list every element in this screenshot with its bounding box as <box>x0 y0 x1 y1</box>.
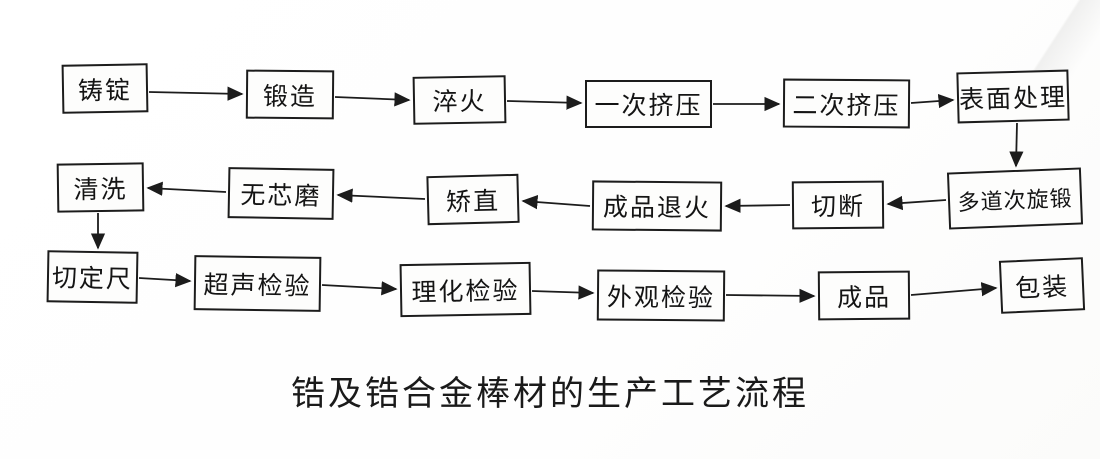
arrow-product-annealing-to-straightening <box>521 194 591 210</box>
arrow-straightening-to-centerless-grinding <box>336 188 426 203</box>
process-box-surface-treatment: 表面处理 <box>956 69 1070 124</box>
arrow-cut-to-length-to-ultrasonic-inspection <box>138 273 192 288</box>
process-label: 锻造 <box>262 83 318 111</box>
process-label: 多道次旋锻 <box>957 185 1073 215</box>
process-box-centerless-grinding: 无芯磨 <box>227 167 335 220</box>
process-box-cast-ingot: 铸锭 <box>61 63 149 114</box>
process-label: 包装 <box>1014 273 1070 303</box>
process-box-forging: 锻造 <box>245 69 335 120</box>
process-label: 一次挤压 <box>594 93 703 120</box>
process-label: 切断 <box>810 193 866 222</box>
arrow-multi-pass-rotary-swaging-to-cutting <box>886 195 947 211</box>
process-box-cut-to-length: 切定尺 <box>46 250 139 304</box>
arrow-quenching-to-first-extrusion <box>506 95 583 110</box>
process-box-finished-product: 成品 <box>817 270 911 321</box>
process-box-quenching: 淬火 <box>412 75 507 125</box>
arrow-finished-product-to-packaging <box>910 282 998 297</box>
arrow-second-extrusion-to-surface-treatment <box>910 93 955 109</box>
process-label: 成品退火 <box>602 194 712 223</box>
process-box-cleaning: 清洗 <box>56 162 145 213</box>
process-label: 清洗 <box>73 176 128 204</box>
process-label: 表面处理 <box>958 84 1068 114</box>
process-box-visual-inspection: 外观检验 <box>596 269 726 322</box>
diagram-caption: 锆及锆合金棒材的生产工艺流程 <box>291 376 809 413</box>
process-label: 切定尺 <box>51 265 134 294</box>
process-label: 超声检验 <box>203 271 312 301</box>
arrow-forging-to-quenching <box>334 92 411 107</box>
process-box-first-extrusion: 一次挤压 <box>585 80 712 128</box>
process-box-packaging: 包装 <box>998 257 1086 314</box>
arrow-visual-inspection-to-finished-product <box>725 288 816 303</box>
process-label: 成品 <box>836 284 892 312</box>
process-box-multi-pass-rotary-swaging: 多道次旋锻 <box>946 167 1084 230</box>
process-box-physicochemical-inspection: 理化检验 <box>399 261 532 318</box>
process-label: 理化检验 <box>411 277 520 307</box>
process-box-product-annealing: 成品退火 <box>591 180 723 232</box>
arrow-cutting-to-product-annealing <box>724 198 791 213</box>
arrow-ultrasonic-inspection-to-physicochemical-inspection <box>321 281 398 296</box>
process-box-ultrasonic-inspection: 超声检验 <box>193 255 322 312</box>
process-label: 淬火 <box>432 88 487 117</box>
arrow-physicochemical-inspection-to-visual-inspection <box>531 285 595 300</box>
process-label: 无芯磨 <box>240 181 322 211</box>
process-label: 外观检验 <box>606 284 716 312</box>
process-label: 铸锭 <box>77 77 133 105</box>
process-box-straightening: 矫直 <box>426 173 520 226</box>
arrow-centerless-grinding-to-cleaning <box>146 181 227 196</box>
arrow-cast-ingot-to-forging <box>148 86 244 101</box>
process-label: 矫直 <box>445 187 501 217</box>
process-label: 二次挤压 <box>792 92 901 120</box>
process-box-cutting: 切断 <box>791 180 885 230</box>
process-box-second-extrusion: 二次挤压 <box>782 78 911 129</box>
arrow-surface-treatment-to-multi-pass-rotary-swaging <box>1009 122 1024 168</box>
